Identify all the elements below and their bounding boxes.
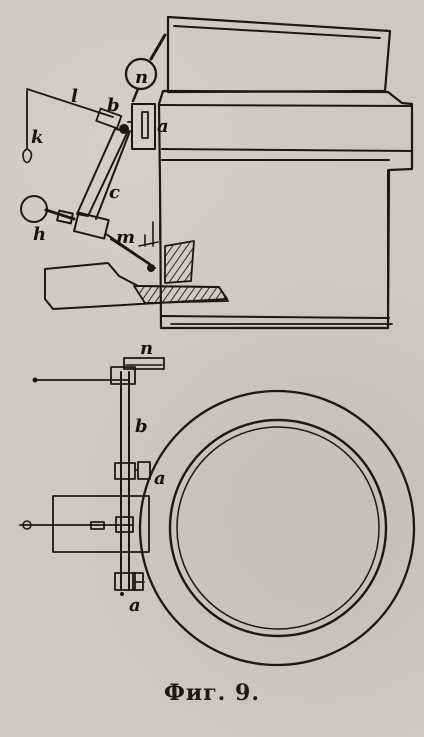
label-n-bottom: n <box>140 338 153 359</box>
label-l: l <box>71 86 78 107</box>
label-b-bottom: b <box>135 416 148 437</box>
top-view-drawing: n b a a <box>19 338 416 667</box>
figure-caption: Фиг. 9. <box>164 680 260 706</box>
label-h: h <box>33 224 46 245</box>
label-m: m <box>116 227 135 248</box>
label-a-bottom: a <box>129 595 141 616</box>
side-view-drawing: n l b a k c h m <box>20 15 414 330</box>
label-k: k <box>31 127 43 148</box>
label-a-top: a <box>157 116 169 137</box>
label-n-top: n <box>135 67 148 88</box>
label-b-top: b <box>107 95 120 116</box>
label-c: c <box>109 182 120 203</box>
label-a-middle: a <box>154 468 166 489</box>
